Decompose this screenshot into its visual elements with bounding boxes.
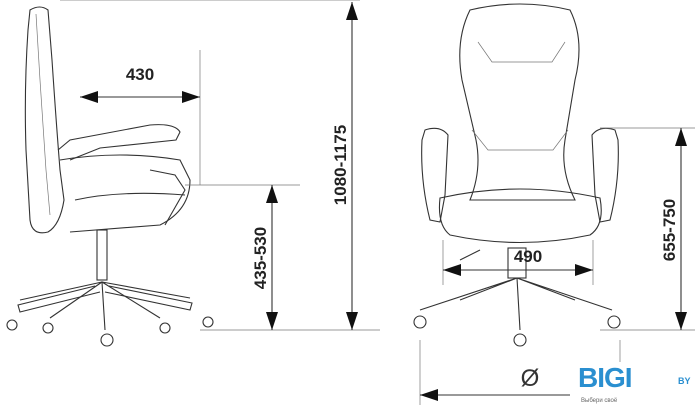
armrest-height-label: 655-750	[660, 199, 679, 261]
brand-logo: BIGI BY Выбери своё	[578, 364, 698, 410]
dimension-lines	[60, 0, 695, 405]
seat-width-label: 490	[514, 247, 542, 266]
diameter-symbol: Ø	[521, 365, 540, 392]
side-view-chair	[6, 6, 214, 347]
logo-brand: BIGI	[578, 362, 633, 393]
total-height-label: 1080-1175	[331, 125, 350, 205]
front-view-chair	[413, 3, 621, 347]
seat-depth-label: 430	[126, 65, 154, 84]
seat-height-label: 435-530	[251, 227, 270, 289]
logo-suffix: BY	[678, 376, 691, 386]
logo-tagline: Выбери своё	[581, 398, 618, 404]
